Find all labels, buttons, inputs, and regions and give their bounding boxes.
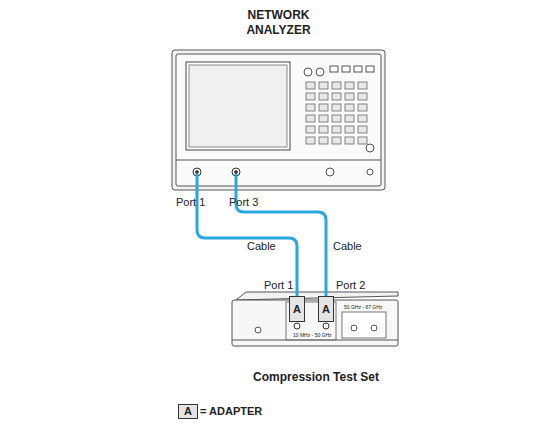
- title-text: NETWORK ANALYZER: [234, 8, 324, 38]
- compression-test-set-drawing: [232, 292, 398, 346]
- cable-label: Cable: [246, 240, 277, 253]
- adapter-letter: A: [319, 303, 333, 315]
- port-label: Port 1: [176, 196, 205, 209]
- keypad: [306, 82, 367, 144]
- network-analyzer: NETWORK ANALYZER: [170, 8, 387, 192]
- adapter-letter: A: [290, 303, 304, 315]
- cable: [236, 174, 326, 296]
- legend-sample-letter: A: [178, 404, 198, 419]
- cable-label: Cable: [332, 240, 363, 253]
- port-label: Port 1: [264, 279, 293, 292]
- frequency-label: 50 GHz - 67 GHz: [344, 305, 382, 311]
- adapter-box: A: [318, 296, 334, 322]
- frequency-label: 10 MHz - 50 GHz: [293, 333, 332, 339]
- cable: [197, 174, 297, 296]
- port-label: Port 3: [229, 196, 258, 209]
- adapter-box: A: [289, 296, 305, 322]
- network-analyzer-drawing: [172, 50, 385, 190]
- caption-text: Compression Test Set: [232, 370, 400, 384]
- port-label: Port 2: [336, 279, 365, 292]
- legend-text: = ADAPTER: [200, 405, 262, 418]
